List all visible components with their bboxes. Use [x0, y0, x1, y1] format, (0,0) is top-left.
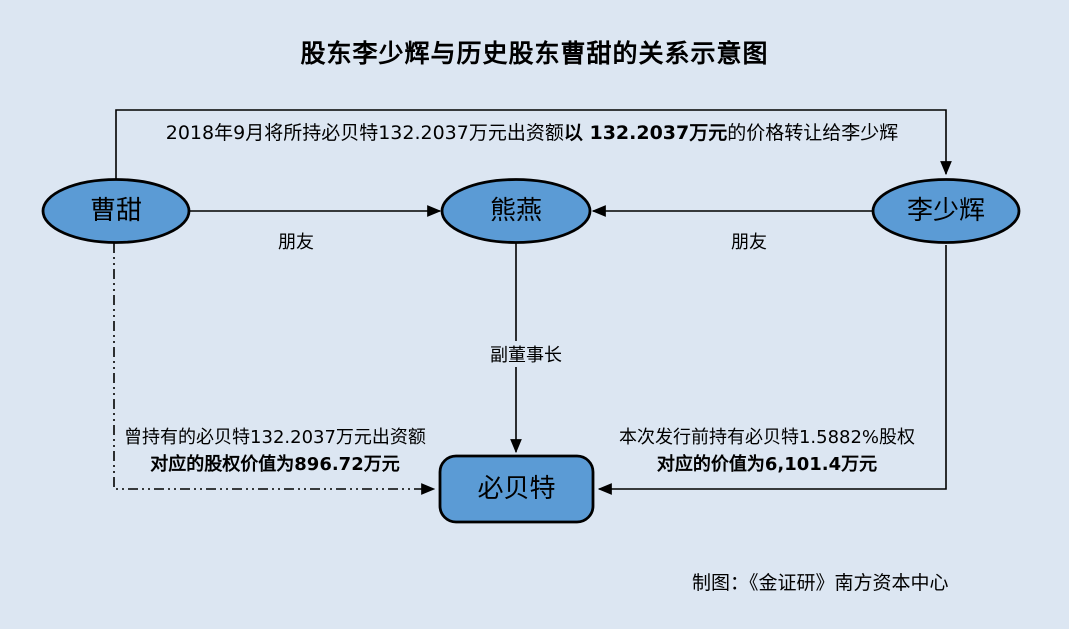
note-li-holding-line1: 本次发行前持有必贝特1.5882%股权: [618, 427, 916, 448]
transfer-annotation: 2018年9月将所持必贝特132.2037万元出资额以 132.2037万元的价…: [117, 118, 947, 145]
note-cao-holding: 曾持有的必贝特132.2037万元出资额 对应的股权价值为896.72万元: [112, 424, 438, 478]
page-title: 股东李少辉与历史股东曹甜的关系示意图: [300, 39, 769, 68]
node-li-shaohui-ellipse: [871, 178, 1021, 244]
node-label-xiong-yan: 熊燕: [489, 196, 542, 226]
transfer-annotation-suffix: 的价格转让给李少辉: [727, 122, 899, 144]
edge-li-bibeite: [597, 245, 947, 495]
node-label-li-shaohui: 李少辉: [906, 196, 985, 226]
node-bibeite-box: [438, 454, 595, 524]
transfer-annotation-amount: 以 132.2037万元: [563, 122, 728, 144]
edge-label-friend-left: 朋友: [278, 232, 314, 253]
transfer-annotation-prefix: 2018年9月将所持必贝特132.2037万元出资额: [165, 122, 564, 144]
edge-label-friend-right: 朋友: [731, 232, 767, 253]
node-label-bibeite: 必贝特: [477, 474, 556, 504]
node-cao-tian-ellipse: [41, 178, 191, 244]
note-cao-holding-line1: 曾持有的必贝特132.2037万元出资额: [124, 427, 426, 448]
edge-transfer-top: [115, 109, 952, 180]
note-li-holding-line2: 对应的价值为6,101.4万元: [656, 454, 878, 475]
note-li-holding: 本次发行前持有必贝特1.5882%股权 对应的价值为6,101.4万元: [604, 424, 930, 478]
node-label-cao-tian: 曹甜: [89, 196, 142, 226]
edge-cao-bibeite-dashed: [113, 243, 436, 495]
credit-line: 制图：《金证研》南方资本中心: [692, 572, 949, 594]
node-xiong-yan-ellipse: [440, 178, 592, 244]
note-cao-holding-line2: 对应的股权价值为896.72万元: [150, 454, 400, 475]
edge-label-vice-chairman: 副董事长: [484, 341, 568, 367]
